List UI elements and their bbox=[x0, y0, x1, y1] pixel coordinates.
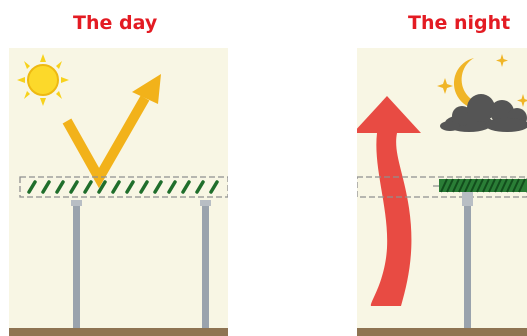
day-ground bbox=[9, 328, 228, 336]
night-illustration bbox=[357, 48, 527, 336]
day-title: The day bbox=[73, 11, 157, 35]
night-title: The night bbox=[408, 11, 510, 35]
day-panel bbox=[9, 48, 228, 336]
day-illustration bbox=[9, 48, 228, 336]
sun-icon bbox=[17, 54, 69, 106]
night-ground bbox=[357, 328, 527, 336]
night-panel bbox=[357, 48, 527, 336]
